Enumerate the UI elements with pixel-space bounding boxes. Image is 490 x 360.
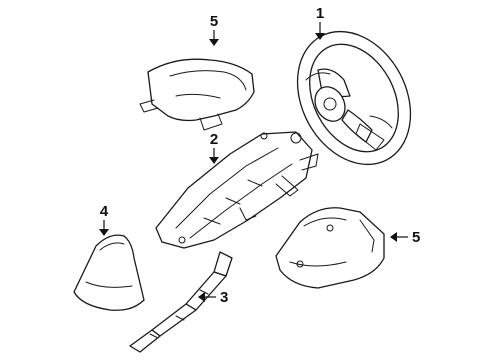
callout-1: 1 (315, 5, 325, 40)
callout-label-3: 3 (220, 289, 228, 306)
callout-5-upper: 5 (209, 13, 219, 46)
callout-label-2: 2 (210, 131, 218, 148)
upper-shroud-illustration (139, 58, 255, 131)
steering-column-illustration (155, 131, 319, 249)
callout-label-5-upper: 5 (210, 13, 218, 30)
callout-2: 2 (209, 131, 219, 164)
callout-label-1: 1 (316, 5, 324, 22)
callout-label-5-lower: 5 (412, 229, 420, 246)
column-boot-illustration (73, 234, 145, 311)
callout-3: 3 (198, 289, 228, 306)
steering-wheel-illustration (296, 30, 412, 166)
callout-label-4: 4 (100, 203, 109, 220)
callout-4: 4 (99, 203, 109, 236)
lower-shroud-illustration (275, 207, 385, 289)
callout-5-lower: 5 (390, 229, 420, 246)
intermediate-shaft-illustration (129, 251, 233, 353)
